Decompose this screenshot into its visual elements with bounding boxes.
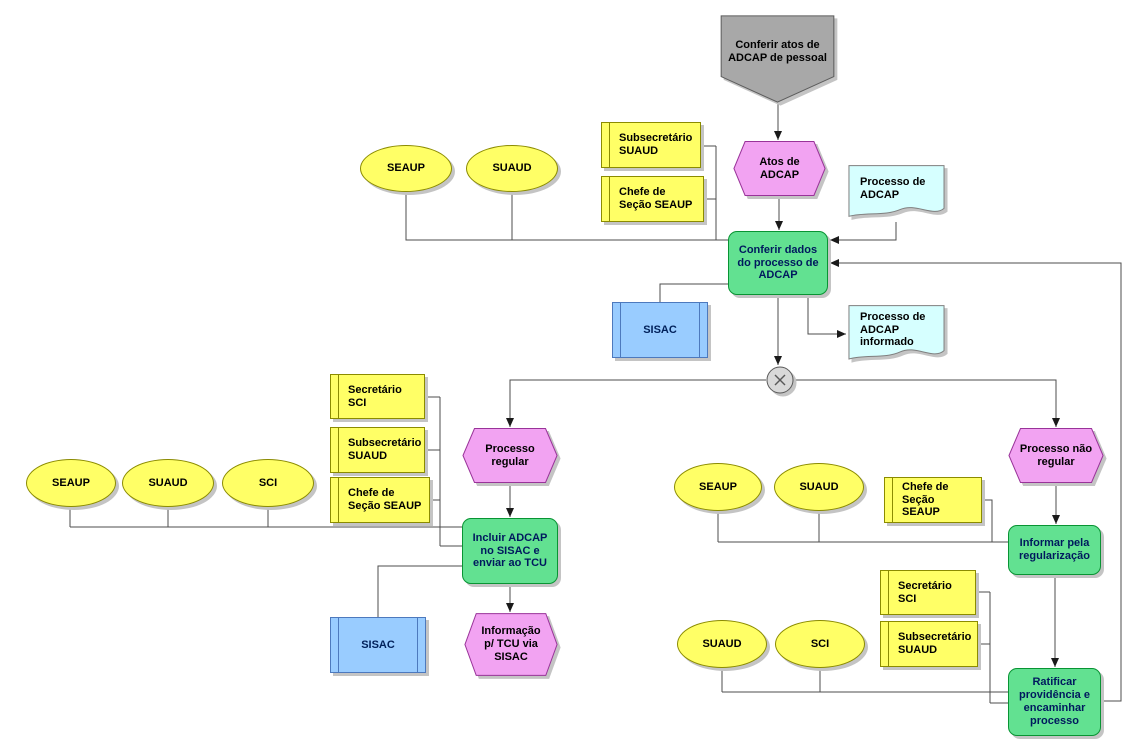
event-processo-nao-regular[interactable]: Processo não regular [1008, 428, 1104, 483]
node-label: SCI [810, 637, 830, 650]
position-chefe-secao-seaup-2[interactable]: Chefe de Seção SEAUP [330, 477, 430, 523]
event-atos-de-adcap[interactable]: Atos de ADCAP [733, 141, 826, 196]
org-unit-suaud-1[interactable]: SUAUD [466, 145, 558, 192]
org-unit-seaup-2[interactable]: SEAUP [26, 459, 116, 507]
node-label: Conferir atos de ADCAP de pessoal [728, 39, 827, 64]
node-label: SISAC [361, 638, 395, 651]
hexagon-shape [1008, 428, 1104, 483]
function-conferir-dados-processo[interactable]: Conferir dados do processo de ADCAP [728, 231, 828, 295]
node-label: Chefe de Seção SEAUP [619, 186, 693, 211]
node-label: Processo regular [485, 442, 535, 468]
org-unit-sci-2[interactable]: SCI [775, 620, 865, 668]
position-subsecretario-suaud-1[interactable]: Subsecretário SUAUD [601, 122, 701, 168]
node-label: SUAUD [702, 637, 742, 650]
system-sisac-2[interactable]: SISAC [330, 617, 426, 673]
xor-gateway-icon[interactable] [766, 366, 794, 394]
node-label: Ratificar providência e encaminhar proce… [1019, 676, 1090, 727]
node-label: SUAUD [148, 476, 188, 489]
node-label: Chefe de Seção SEAUP [902, 480, 949, 519]
position-subsecretario-suaud-2[interactable]: Subsecretário SUAUD [330, 427, 425, 473]
node-label: SEAUP [387, 162, 425, 175]
node-label: Incluir ADCAP no SISAC e enviar ao TCU [472, 531, 548, 570]
document-shape [848, 165, 945, 222]
node-label: SUAUD [799, 480, 839, 493]
node-label: Subsecretário SUAUD [619, 132, 693, 157]
position-chefe-secao-seaup-1[interactable]: Chefe de Seção SEAUP [601, 176, 704, 222]
node-label: Processo não regular [1019, 442, 1093, 468]
node-label: Informação p/ TCU via SISAC [481, 625, 541, 663]
node-label: SEAUP [699, 480, 737, 493]
event-informacao-tcu-sisac[interactable]: Informação p/ TCU via SISAC [464, 613, 558, 676]
org-unit-suaud-2[interactable]: SUAUD [122, 459, 214, 507]
document-processo-adcap-informado[interactable]: Processo de ADCAP informado [848, 305, 945, 365]
node-label: Conferir dados do processo de ADCAP [737, 243, 819, 282]
event-processo-regular[interactable]: Processo regular [462, 428, 558, 483]
position-chefe-secao-seaup-3[interactable]: Chefe de Seção SEAUP [884, 477, 982, 523]
node-label: SUAUD [492, 162, 532, 175]
node-label: Informar pela regularização [1019, 537, 1090, 562]
document-processo-de-adcap[interactable]: Processo de ADCAP [848, 165, 945, 222]
org-unit-seaup-3[interactable]: SEAUP [674, 463, 762, 511]
node-label: Atos de ADCAP [759, 155, 800, 181]
hexagon-shape [462, 428, 558, 483]
hexagon-shape [464, 613, 558, 676]
xor-shape [766, 366, 794, 394]
system-sisac-1[interactable]: SISAC [612, 302, 708, 358]
position-secretario-sci-2[interactable]: Secretário SCI [880, 570, 976, 615]
node-label: Subsecretário SUAUD [348, 437, 422, 462]
node-label: Processo de ADCAP [860, 175, 926, 201]
node-label: Secretário SCI [348, 383, 402, 409]
process-interface-start[interactable]: Conferir atos de ADCAP de pessoal [720, 15, 835, 103]
position-subsecretario-suaud-3[interactable]: Subsecretário SUAUD [880, 621, 978, 667]
document-shape [848, 305, 945, 365]
node-label: Secretário SCI [898, 579, 952, 605]
node-label: SEAUP [52, 476, 90, 489]
function-informar-regularizacao[interactable]: Informar pela regularização [1008, 525, 1101, 575]
node-label: Processo de ADCAP informado [860, 310, 926, 349]
node-label: SISAC [643, 323, 677, 336]
org-unit-suaud-4[interactable]: SUAUD [677, 620, 767, 668]
function-incluir-adcap-sisac[interactable]: Incluir ADCAP no SISAC e enviar ao TCU [462, 518, 558, 584]
position-secretario-sci-1[interactable]: Secretário SCI [330, 374, 425, 419]
node-label: SCI [258, 476, 278, 489]
org-unit-seaup-1[interactable]: SEAUP [360, 145, 452, 192]
banner-shape [720, 15, 835, 103]
flow-connectors [506, 103, 1122, 702]
function-ratificar-providencia[interactable]: Ratificar providência e encaminhar proce… [1008, 668, 1101, 736]
node-label: Chefe de Seção SEAUP [348, 487, 422, 512]
hexagon-shape [733, 141, 826, 196]
node-label: Subsecretário SUAUD [898, 631, 972, 656]
org-unit-suaud-3[interactable]: SUAUD [774, 463, 864, 511]
org-unit-sci-1[interactable]: SCI [222, 459, 314, 507]
assignment-connectors [69, 145, 1008, 704]
